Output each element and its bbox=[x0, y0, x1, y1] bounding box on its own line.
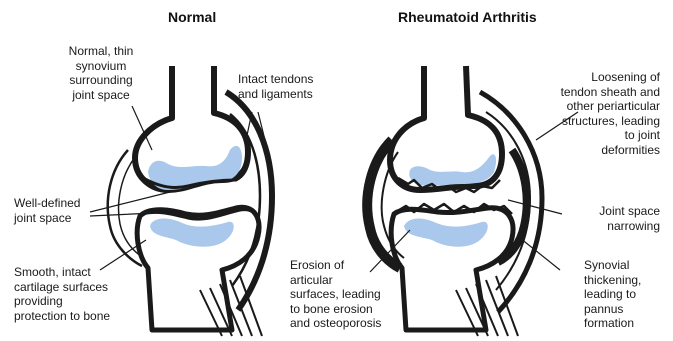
label-erosion-articular-surfaces: Erosion of articular surfaces, leading t… bbox=[290, 258, 381, 331]
label-well-defined-joint-space: Well-defined joint space bbox=[14, 196, 80, 225]
ra-thickening-leader bbox=[520, 238, 560, 270]
ra-joint bbox=[367, 66, 578, 336]
normal-joint bbox=[90, 66, 272, 336]
ra-narrowing-leader bbox=[508, 200, 562, 214]
title-normal: Normal bbox=[168, 9, 216, 25]
label-synovial-thickening: Synovial thickening, leading to pannus f… bbox=[584, 258, 641, 331]
label-joint-space-narrowing: Joint space narrowing bbox=[566, 204, 660, 233]
label-normal-synovium: Normal, thin synovium surrounding joint … bbox=[58, 44, 144, 102]
label-loosening-tendon-sheath: Loosening of tendon sheath and other per… bbox=[548, 70, 660, 157]
title-rheumatoid-arthritis: Rheumatoid Arthritis bbox=[398, 9, 537, 25]
normal-jointspace-leader bbox=[90, 192, 176, 216]
label-smooth-cartilage: Smooth, intact cartilage surfaces provid… bbox=[14, 265, 110, 323]
label-intact-tendons: Intact tendons and ligaments bbox=[238, 72, 313, 101]
